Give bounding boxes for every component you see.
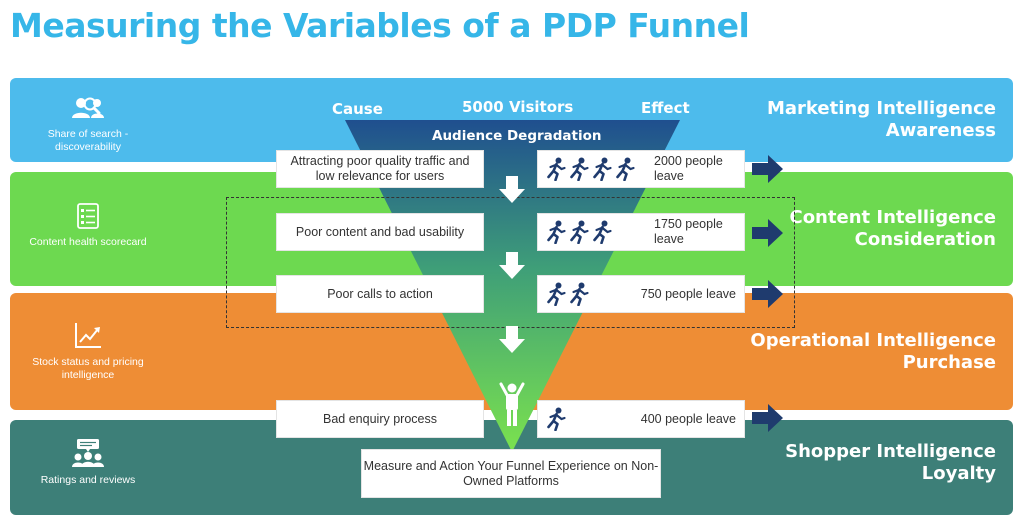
runner-icon — [547, 282, 566, 306]
side-label-text: Stock status and pricing intelligence — [32, 356, 144, 381]
right-arrow-icon — [752, 155, 783, 183]
runner-icon — [547, 220, 566, 244]
group-review-icon — [72, 439, 104, 467]
side-label-consideration: Content health scorecard — [18, 202, 158, 249]
runner-group — [546, 220, 613, 244]
cause-box: Poor calls to action — [276, 275, 484, 313]
side-label-purchase: Stock status and pricing intelligence — [18, 320, 158, 382]
stage-label-line2: Awareness — [885, 120, 996, 141]
effect-text: 750 people leave — [640, 286, 736, 301]
effect-box: 1750 people leave — [537, 213, 745, 251]
effect-box: 400 people leave — [537, 400, 745, 438]
effect-header: Effect — [641, 99, 690, 117]
runner-icon — [570, 220, 589, 244]
runner-icon — [570, 282, 589, 306]
runner-group — [546, 407, 567, 431]
effect-text: 1750 people leave — [654, 217, 723, 246]
effect-text: 2000 people leave — [654, 154, 723, 183]
effect-text: 400 people leave — [640, 411, 736, 426]
runner-group — [546, 282, 590, 306]
runner-icon — [547, 157, 566, 181]
side-label-awareness: Share of search - discoverability — [18, 94, 158, 154]
trend-chart-icon — [75, 323, 101, 348]
runner-icon — [593, 220, 612, 244]
runner-icon — [593, 157, 612, 181]
down-arrow-icon — [499, 176, 525, 203]
effect-box: 2000 people leave — [537, 150, 745, 188]
stage-label-loyalty: Shopper Intelligence Loyalty — [736, 441, 996, 485]
side-label-text: Share of search - discoverability — [47, 128, 129, 153]
degradation-label: Audience Degradation — [432, 128, 602, 144]
stage-label-line2: Purchase — [902, 352, 996, 373]
stage-label-line1: Operational Intelligence — [750, 330, 996, 351]
runner-icon — [570, 157, 589, 181]
stage-label-line2: Loyalty — [921, 463, 996, 484]
effect-box: 750 people leave — [537, 275, 745, 313]
cause-box: Bad enquiry process — [276, 400, 484, 438]
stage-label-line2: Consideration — [854, 229, 996, 250]
stage-label-line1: Marketing Intelligence — [767, 98, 996, 119]
cause-box: Poor content and bad usability — [276, 213, 484, 251]
runner-group — [546, 157, 636, 181]
stage-label-consideration: Content Intelligence Consideration — [736, 207, 996, 251]
side-label-text: Ratings and reviews — [40, 474, 136, 486]
cause-header: Cause — [332, 100, 383, 118]
right-arrow-icon — [752, 219, 783, 247]
down-arrow-icon — [499, 252, 525, 279]
runner-icon — [616, 157, 635, 181]
stage-label-line1: Content Intelligence — [789, 207, 996, 228]
down-arrow-icon — [499, 326, 525, 353]
side-label-text: Content health scorecard — [29, 236, 147, 248]
visitors-header: 5000 Visitors — [462, 98, 574, 116]
right-arrow-icon — [752, 280, 783, 308]
stage-label-purchase: Operational Intelligence Purchase — [736, 330, 996, 374]
measure-action-box: Measure and Action Your Funnel Experienc… — [361, 449, 661, 498]
stage-label-line1: Shopper Intelligence — [785, 441, 996, 462]
runner-icon — [547, 407, 566, 431]
page-title: Measuring the Variables of a PDP Funnel — [10, 6, 750, 45]
cause-box: Attracting poor quality traffic and low … — [276, 150, 484, 188]
stage-label-awareness: Marketing Intelligence Awareness — [736, 98, 996, 142]
shopper-figure-icon — [499, 382, 525, 426]
side-label-loyalty: Ratings and reviews — [18, 438, 158, 487]
checklist-icon — [77, 203, 99, 229]
user-search-icon — [72, 97, 104, 118]
right-arrow-icon — [752, 404, 783, 432]
